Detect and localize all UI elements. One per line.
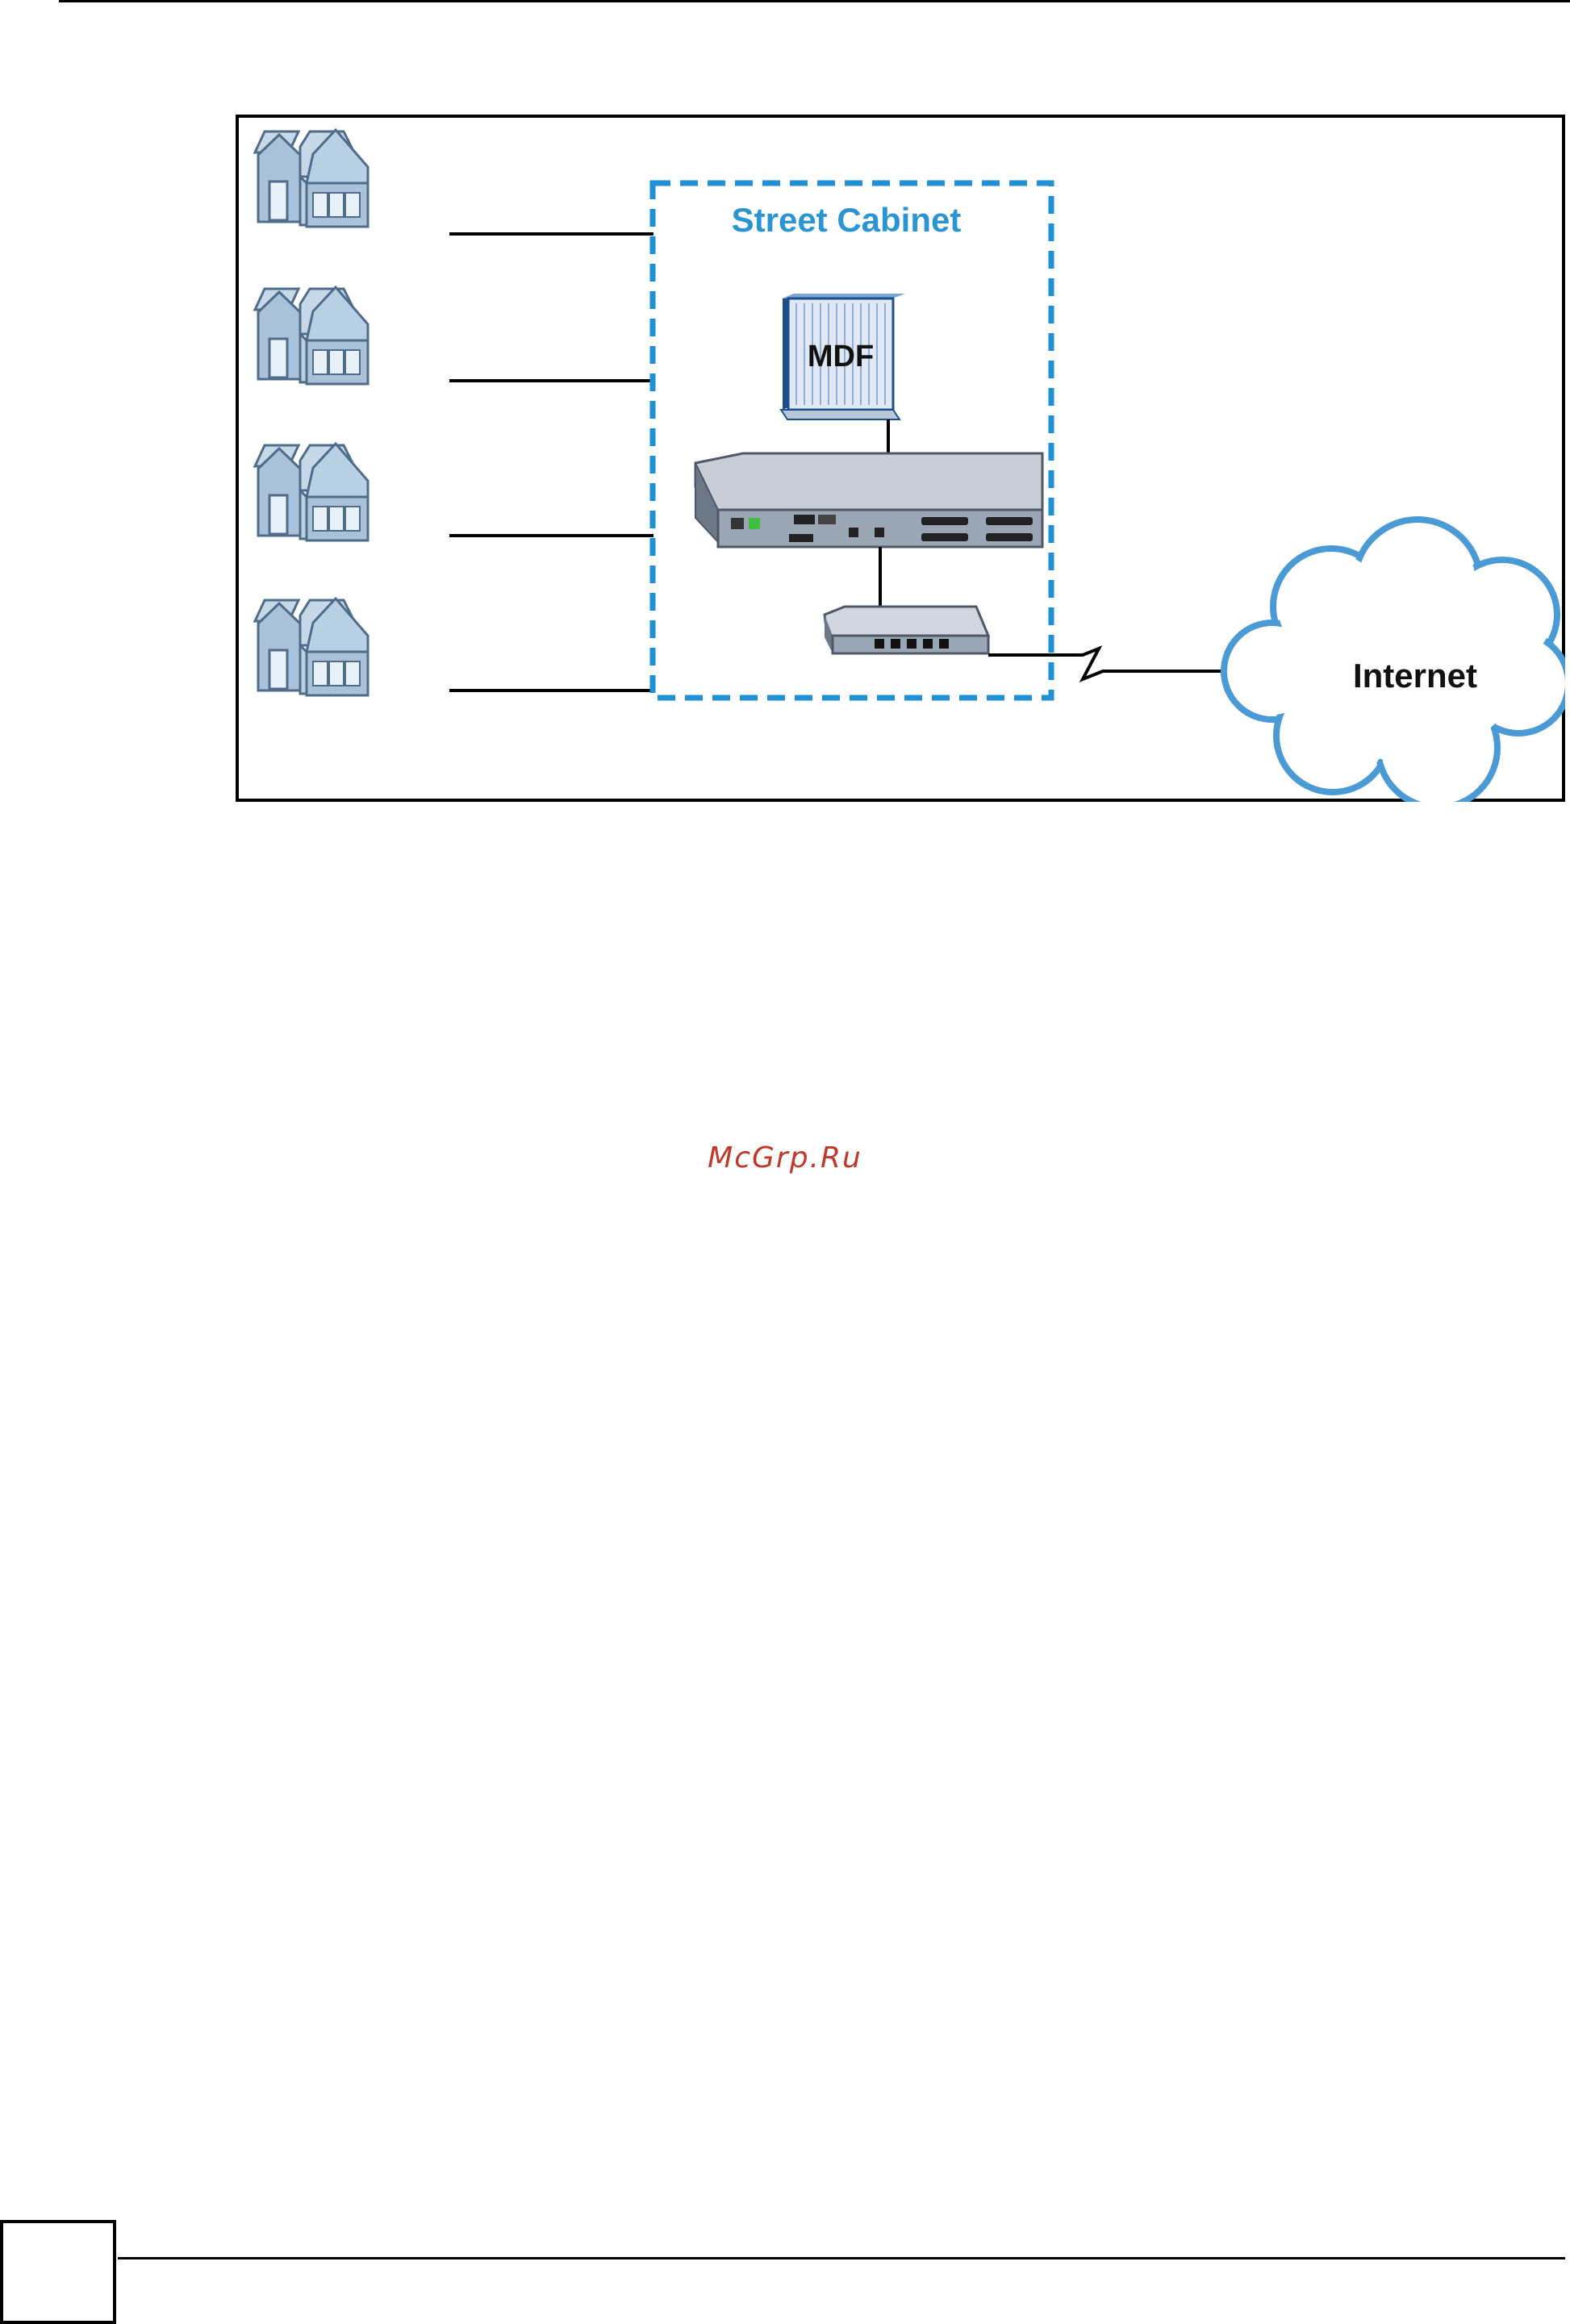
header-rule [59, 0, 1570, 2]
dslam-icon [695, 453, 1042, 547]
house-icon [255, 444, 368, 540]
cabinet-label: Street Cabinet [732, 201, 962, 239]
internet-label: Internet [1353, 657, 1477, 695]
house-icon [255, 287, 368, 384]
watermark: McGrp.Ru [0, 1141, 1570, 1175]
footer-rule [118, 2257, 1565, 2259]
house-icon [255, 130, 368, 227]
mdf-label: MDF [808, 340, 874, 373]
house-icon [255, 599, 368, 695]
switch-icon [825, 607, 988, 653]
page-number-box [0, 2220, 116, 2324]
network-diagram: Street Cabinet MDF [236, 115, 1565, 802]
mdf-icon: MDF [781, 294, 905, 419]
